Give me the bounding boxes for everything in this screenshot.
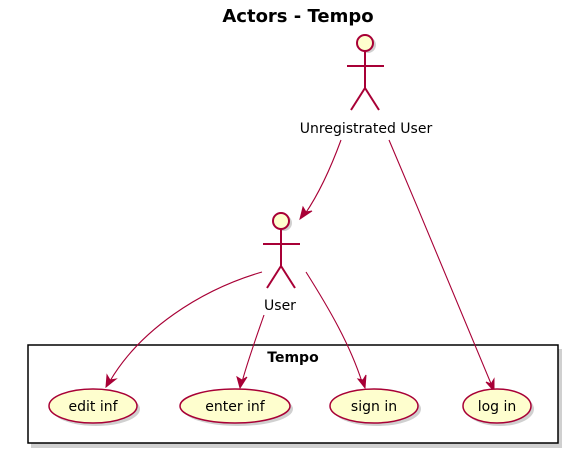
edge-unregistered-to-login: [388, 139, 493, 387]
arrowhead-login: [485, 377, 495, 393]
use-case-enter-inf: enter inf: [179, 388, 293, 426]
use-case-login-ellipse: [462, 388, 532, 424]
edge-user-to-edit: [109, 271, 263, 382]
use-case-enter-ellipse: [179, 388, 291, 424]
arrowhead-edit: [105, 373, 118, 389]
use-case-edit-inf: edit inf: [48, 388, 140, 426]
use-case-signin-ellipse: [329, 388, 419, 424]
use-case-edit-ellipse: [48, 388, 138, 424]
diagram-title: Actors - Tempo: [222, 6, 373, 27]
use-case-sign-in: sign in: [329, 388, 421, 426]
edge-user-to-enter: [241, 314, 265, 383]
arrowhead-signin: [356, 374, 367, 390]
use-case-edit-label: edit inf: [68, 399, 118, 415]
use-case-login-label: log in: [478, 399, 517, 415]
use-case-signin-label: sign in: [351, 399, 397, 415]
actor-user-icon: [263, 212, 300, 289]
arrowhead-enter: [236, 375, 248, 390]
actor-user-label: User: [264, 298, 296, 314]
edge-unregistered-to-user: [304, 139, 342, 215]
actor-unregistered-label: Unregistrated User: [300, 121, 433, 137]
arrowhead-user: [299, 205, 313, 221]
package-title: Tempo: [267, 350, 319, 366]
edge-user-to-signin: [305, 271, 363, 383]
actor-user: User: [263, 212, 300, 314]
use-case-log-in: log in: [462, 388, 534, 426]
actor-unregistered-user: Unregistrated User: [300, 34, 433, 137]
edges: [105, 139, 495, 393]
use-case-enter-label: enter inf: [205, 399, 266, 415]
actor-unregistered-icon: [347, 34, 384, 111]
